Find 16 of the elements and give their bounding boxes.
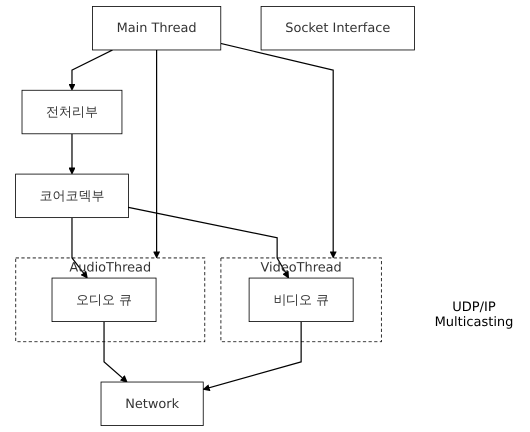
node-box: 오디오 큐 <box>52 278 156 322</box>
node-box: 전처리부 <box>22 90 122 134</box>
node-box: 코어코덱부 <box>15 174 129 218</box>
node-box: Socket Interface <box>260 6 415 50</box>
arrow <box>68 134 76 174</box>
node-box: Network <box>100 382 204 426</box>
node-box: Main Thread <box>92 6 222 50</box>
arrow <box>202 322 302 392</box>
node-box: 비디오 큐 <box>248 278 354 322</box>
note-text: UDP/IP Multicasting <box>434 300 514 330</box>
arrow <box>71 218 88 278</box>
arrow <box>103 322 128 382</box>
arrow <box>153 50 160 258</box>
arrow <box>220 42 337 258</box>
arrow <box>128 206 289 278</box>
arrow <box>68 49 113 91</box>
